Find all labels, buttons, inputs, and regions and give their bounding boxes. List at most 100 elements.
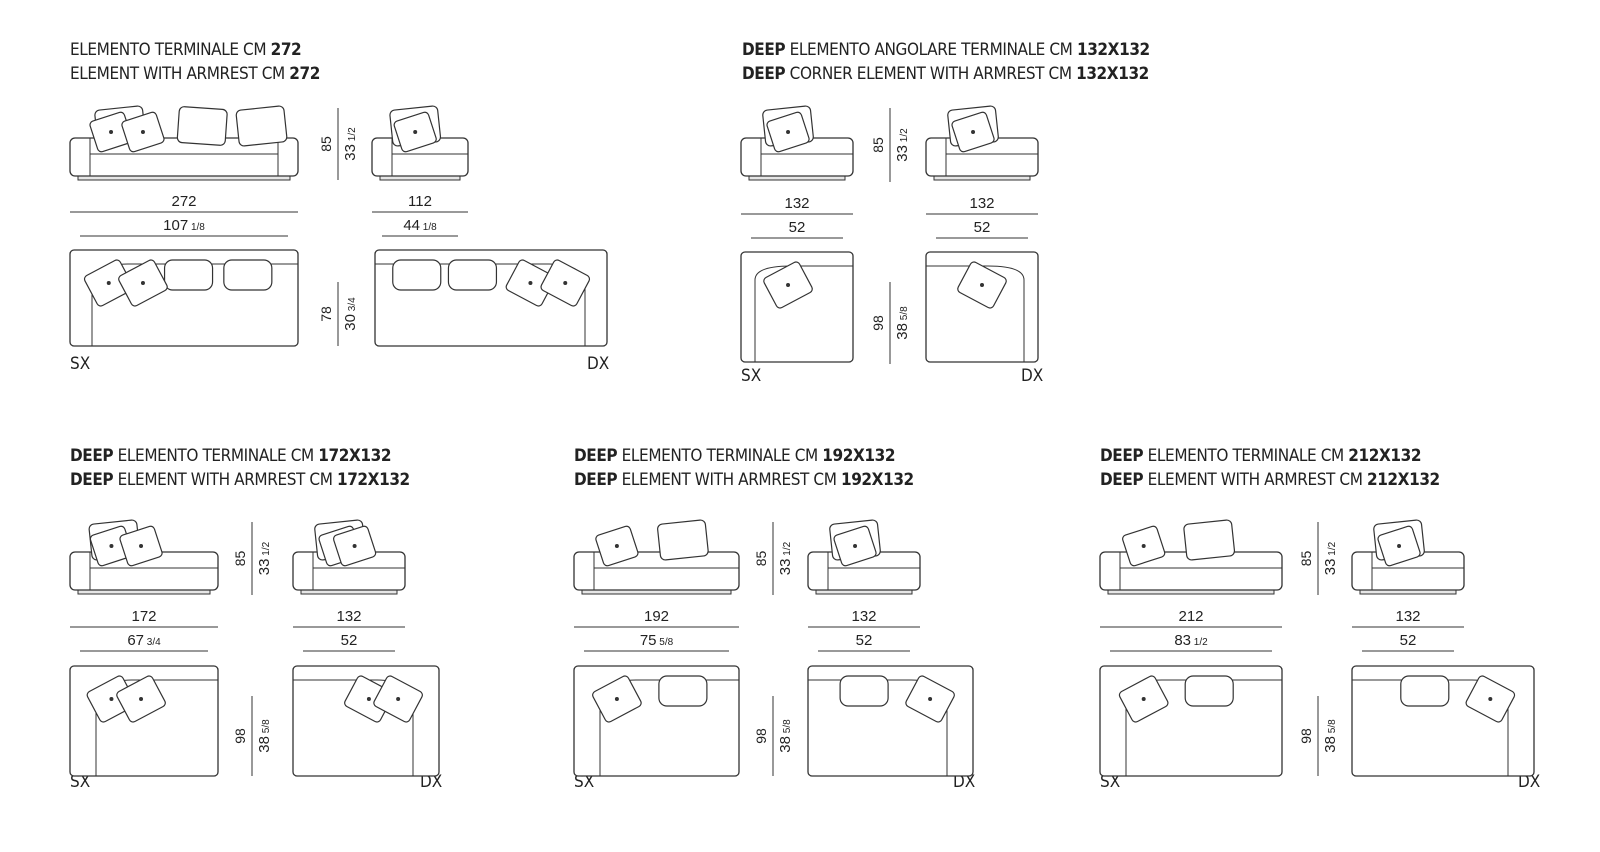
g2-front-sx-pillow-button [786, 130, 791, 134]
g1-width-wide-in: 107 1/8 [163, 217, 205, 234]
group3-title-en: DEEP ELEMENT WITH ARMREST CM 172X132 [70, 470, 410, 490]
g1-width-narrow-cm: 112 [408, 193, 432, 210]
g3-plan-sx [69, 665, 219, 777]
g1-plan-sx-pillow-button [106, 281, 111, 285]
g2-plan-dx-pillow-button [980, 283, 984, 287]
g2-height-dim-cm: 85 [870, 137, 886, 153]
g3-width-wide-in: 67 3/4 [127, 632, 161, 649]
g1-plan-dx [374, 249, 608, 347]
g4-front-narrow-pillow-button [853, 544, 858, 548]
g5-plan-dx-pillow-button [1488, 697, 1493, 701]
g2-width-sx-cm: 132 [784, 195, 809, 212]
g3-width-wide-cm: 172 [131, 608, 156, 625]
g3-plan-dx-pillow-button [396, 697, 401, 701]
group1-sx-label: SX [70, 354, 91, 374]
g1-width-narrow-in: 44 1/8 [403, 217, 437, 234]
g3-depth-dim-in: 38 5/8 [256, 719, 273, 753]
g4-width-narrow-in: 52 [856, 632, 873, 649]
g2-width-sx-in: 52 [789, 219, 806, 236]
g3-width-narrow-in: 52 [341, 632, 358, 649]
g4-width-wide-cm: 192 [644, 608, 669, 625]
g5-front-wide [1099, 519, 1283, 595]
g3-width-narrow-cm: 132 [336, 608, 361, 625]
g2-width-dx-cm: 132 [969, 195, 994, 212]
g4-front-wide-back-cushion [657, 519, 709, 561]
group3-sx-label: SX [70, 772, 91, 792]
g4-plan-dx-back-cushion-top [839, 675, 889, 707]
g2-front-sx [740, 105, 854, 181]
g3-depth-dim: 98 38 5/8 [232, 696, 273, 776]
g4-plan-sx-pillow-button [614, 697, 619, 701]
group4-title-en: DEEP ELEMENT WITH ARMREST CM 192X132 [574, 470, 914, 490]
g1-plan-dx-back-cushion-top [392, 259, 442, 291]
group1-dx-label: DX [587, 354, 610, 374]
g1-height-dim-in: 33 1/2 [342, 127, 359, 161]
g2-plan-sx-pillow-button [786, 283, 791, 287]
g2-depth-dim-in: 38 5/8 [894, 306, 911, 340]
group4-dx-label: DX [953, 772, 976, 792]
group3-title-it: DEEP ELEMENTO TERMINALE CM 172X132 [70, 446, 392, 466]
g4-plan-dx [807, 665, 974, 777]
group4-sx-label: SX [574, 772, 595, 792]
g3-front-wide [69, 519, 219, 595]
g4-width-narrow-cm: 132 [851, 608, 876, 625]
group5-dx-label: DX [1518, 772, 1541, 792]
g2-front-dx [925, 105, 1039, 181]
g1-plan-sx-pillow-button [140, 281, 145, 285]
g5-plan-dx [1351, 665, 1535, 777]
g4-plan-sx [573, 665, 740, 777]
g3-depth-dim-cm: 98 [232, 728, 248, 744]
group2-sx-label: SX [741, 366, 762, 386]
g5-width-narrow-cm: 132 [1395, 608, 1420, 625]
group2-title-en: DEEP CORNER ELEMENT WITH ARMREST CM 132X… [742, 64, 1149, 84]
g4-plan-sx-back-cushion-top [658, 675, 708, 707]
g4-plan-dx-pillow-button [928, 697, 933, 701]
group5-title-en: DEEP ELEMENT WITH ARMREST CM 212X132 [1100, 470, 1440, 490]
g4-depth-dim-cm: 98 [753, 728, 769, 744]
g1-front-wide-pillow-button [109, 130, 114, 134]
g2-plan-dx-seat-edge [926, 265, 1025, 362]
g4-front-narrow [807, 519, 921, 595]
g1-front-narrow-pillow-button [413, 130, 418, 134]
group1-title-it: ELEMENTO TERMINALE CM 272 [70, 40, 302, 60]
g1-front-wide-back-cushion [235, 105, 288, 147]
g3-height-dim-in: 33 1/2 [256, 541, 273, 575]
g3-plan-dx [292, 665, 440, 777]
g1-width-wide-cm: 272 [171, 193, 196, 210]
g5-front-narrow [1351, 519, 1465, 595]
g5-width-wide-cm: 212 [1178, 608, 1203, 625]
g1-front-wide-pillow-button [140, 130, 145, 134]
g5-height-dim-cm: 85 [1298, 551, 1314, 567]
g1-front-wide-back-cushion [176, 106, 228, 146]
g5-front-narrow-pillow-button [1397, 544, 1402, 548]
g3-height-dim-cm: 85 [232, 551, 248, 567]
g2-plan-sx [740, 251, 854, 363]
g1-plan-dx-back-cushion-top [447, 259, 498, 291]
group4-title-it: DEEP ELEMENTO TERMINALE CM 192X132 [574, 446, 896, 466]
g4-width-wide-in: 75 5/8 [640, 632, 674, 649]
g3-plan-sx-pillow-button [109, 697, 114, 701]
g4-front-wide-pillow-button [614, 544, 619, 548]
g4-width-wide: 192 75 5/8 [574, 608, 739, 652]
g3-front-wide-pillow-button [139, 544, 144, 548]
g5-width-wide-in: 83 1/2 [1174, 632, 1208, 649]
g2-width-dx-in: 52 [974, 219, 991, 236]
g5-plan-sx-back-cushion-top [1184, 675, 1234, 707]
g3-plan-sx-pillow-button [139, 697, 144, 701]
g1-plan-dx-pillow-button [528, 281, 533, 285]
g1-depth-dim-cm: 78 [318, 306, 334, 322]
g3-height-dim: 85 33 1/2 [232, 522, 273, 595]
g1-plan-sx-back-cushion-top [163, 259, 214, 291]
g2-plan-dx-outline [925, 251, 1039, 363]
